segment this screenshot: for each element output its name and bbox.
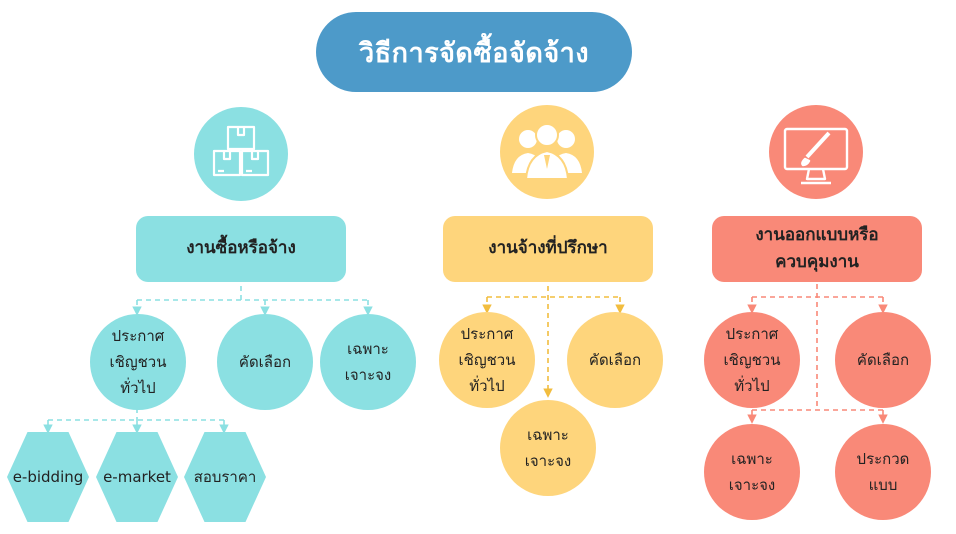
method-specific: เฉพาะ เจาะจง xyxy=(320,314,416,410)
design-monitor-icon xyxy=(769,105,863,199)
method-selection: คัดเลือก xyxy=(567,312,663,408)
category-label: งานซื้อหรือจ้าง xyxy=(186,238,296,259)
method-selection: คัดเลือก xyxy=(217,314,313,410)
method-general-invitation: ประกาศ เชิญชวน ทั่วไป xyxy=(704,312,800,408)
category-design-or-supervision: งานออกแบบหรือ ควบคุมงาน xyxy=(712,216,922,282)
category-consultant-hire: งานจ้างที่ปรึกษา xyxy=(443,216,653,282)
salmon-connectors xyxy=(747,284,888,424)
yellow-connectors xyxy=(482,286,625,398)
category-label: งานออกแบบหรือ ควบคุมงาน xyxy=(755,224,879,272)
category-label: งานจ้างที่ปรึกษา xyxy=(488,238,608,259)
method-general-invitation: ประกาศ เชิญชวน ทั่วไป xyxy=(439,312,535,408)
teal-connectors xyxy=(43,286,373,434)
sub-method-price-inquiry: สอบราคา xyxy=(184,432,266,522)
method-specific: เฉพาะ เจาะจง xyxy=(704,424,800,520)
method-specific: เฉพาะ เจาะจง xyxy=(500,400,596,496)
method-general-invitation: ประกาศ เชิญชวน ทั่วไป xyxy=(90,314,186,410)
boxes-icon xyxy=(194,107,288,201)
method-selection: คัดเลือก xyxy=(835,312,931,408)
page-title: วิธีการจัดซื้อจัดจ้าง xyxy=(316,12,632,92)
method-design-contest: ประกวด แบบ xyxy=(835,424,931,520)
people-icon xyxy=(500,105,594,199)
category-purchase-or-hire: งานซื้อหรือจ้าง xyxy=(136,216,346,282)
